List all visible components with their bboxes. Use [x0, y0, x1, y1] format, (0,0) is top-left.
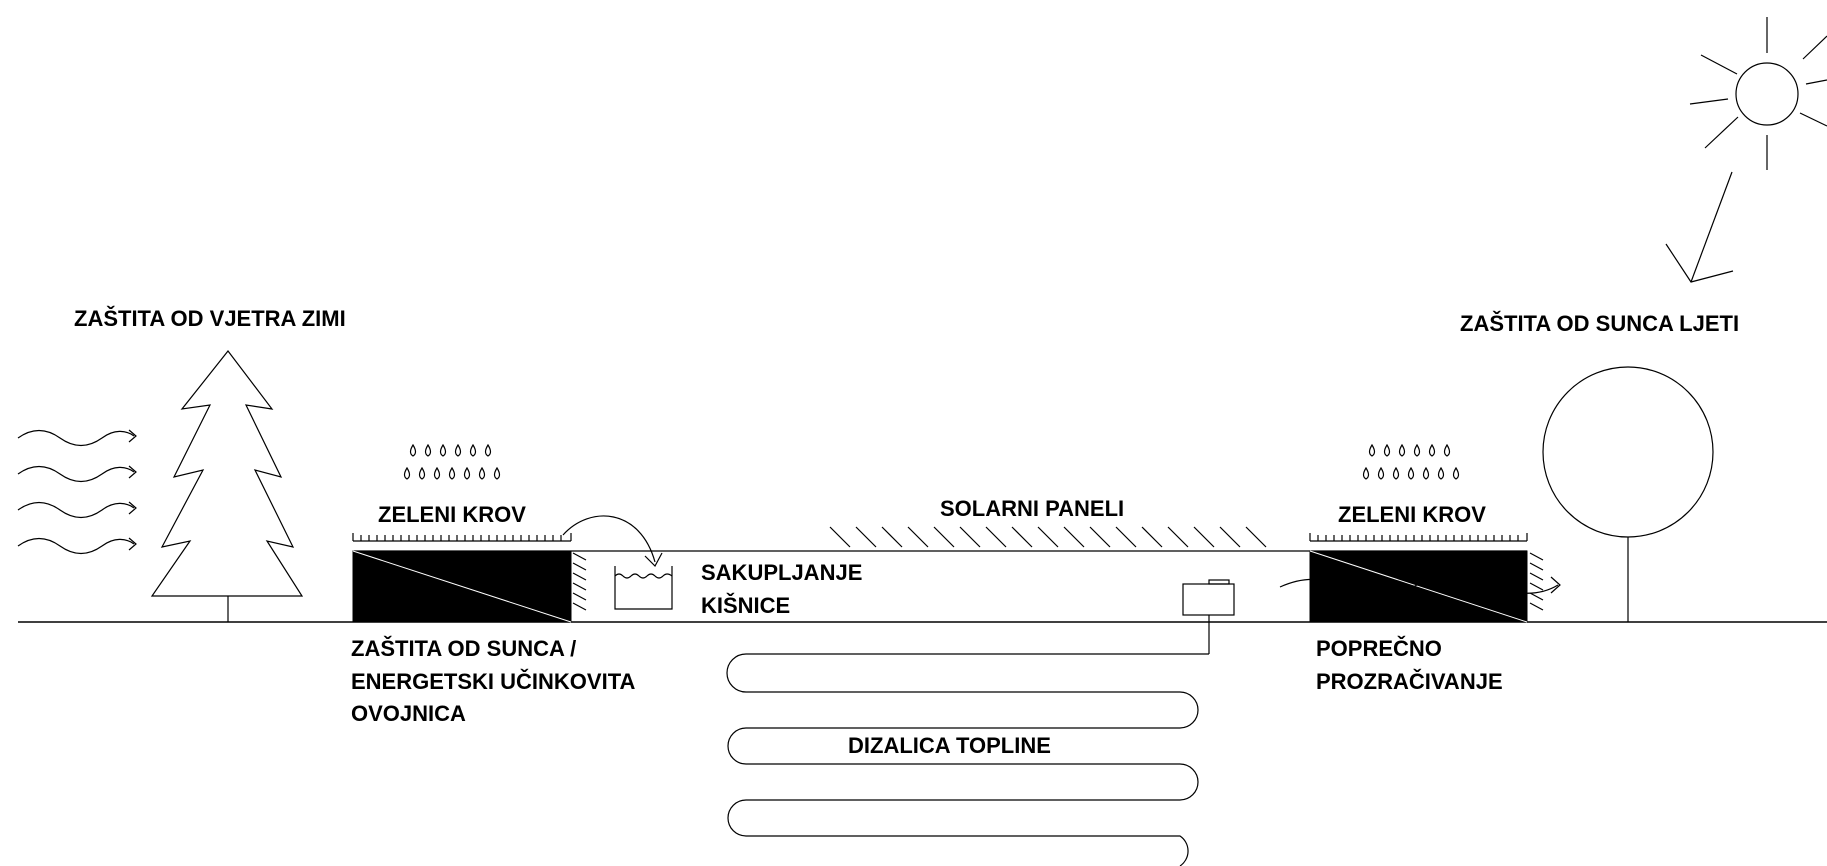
water-tank-icon	[614, 566, 673, 610]
conifer-tree-icon	[150, 350, 304, 622]
rainwater-label-line2: KIŠNICE	[701, 593, 790, 618]
sun-protection-summer-label: ZAŠTITA OD SUNCA LJETI	[1460, 311, 1739, 336]
right-wall-hatch	[1529, 552, 1544, 611]
solar-panels-label: SOLARNI PANELI	[940, 496, 1124, 521]
cross-vent-label-line1: POPREČNO	[1316, 636, 1442, 661]
solar-panels-icon	[829, 526, 1267, 548]
envelope-label-line1: ZAŠTITA OD SUNCA /	[351, 636, 576, 661]
raindrops-icon	[403, 443, 501, 480]
wind-arrows-icon	[17, 429, 137, 555]
envelope-label-line3: OVOJNICA	[351, 701, 466, 726]
cross-ventilation-arrow	[1279, 574, 1561, 596]
heat-pump-unit-icon	[1182, 579, 1235, 654]
green-roof-strip-left	[352, 533, 572, 542]
ground-loop-icon	[726, 653, 1209, 866]
green-roof-strip-right	[1309, 533, 1528, 542]
green-roof-right-label: ZELENI KROV	[1338, 502, 1486, 527]
heat-pump-label: DIZALICA TOPLINE	[848, 733, 1051, 758]
green-roof-left-label: ZELENI KROV	[378, 502, 526, 527]
cross-vent-label-line2: PROZRAČIVANJE	[1316, 669, 1503, 694]
wind-protection-label: ZAŠTITA OD VJETRA ZIMI	[74, 306, 346, 331]
building-section	[352, 550, 1528, 623]
left-wall-hatch	[572, 552, 587, 611]
rain-flow-arrow	[562, 515, 663, 567]
envelope-label-line2: ENERGETSKI UČINKOVITA	[351, 669, 636, 694]
deciduous-tree-icon	[1542, 366, 1714, 622]
rainwater-label-line1: SAKUPLJANJE	[701, 560, 862, 585]
sun-ray-arrow	[1665, 171, 1734, 283]
raindrops-icon	[1362, 443, 1460, 480]
sun-icon	[1689, 17, 1827, 170]
